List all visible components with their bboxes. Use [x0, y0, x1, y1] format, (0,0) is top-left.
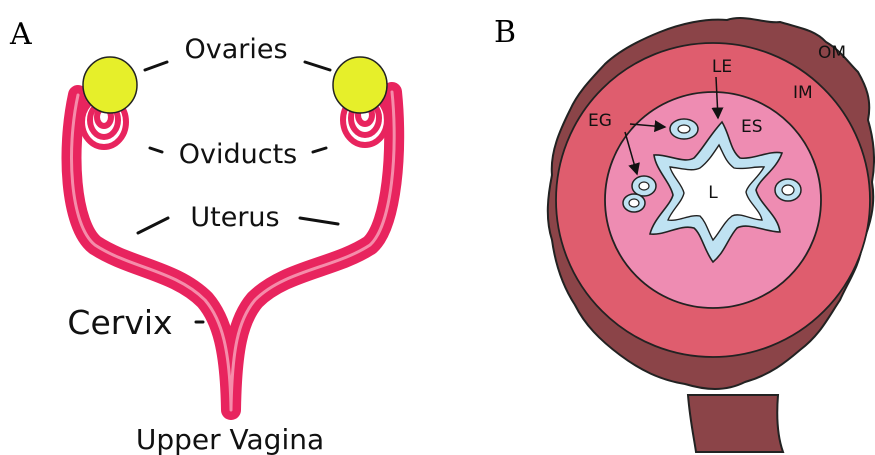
- le-label: LE: [712, 57, 732, 77]
- panel-a-letter: A: [9, 17, 32, 52]
- mesometrium-stalk: [688, 395, 783, 452]
- right-ovary: [333, 57, 387, 113]
- es-label: ES: [741, 117, 763, 137]
- im-label: IM: [793, 83, 813, 103]
- reproductive-tract-diagram: [71, 57, 394, 410]
- panel-b-letter: B: [494, 15, 516, 50]
- uterus-label: Uterus: [190, 202, 279, 233]
- ovaries-label: Ovaries: [184, 34, 287, 65]
- oviducts-label: Oviducts: [179, 139, 297, 170]
- eg-label: EG: [588, 111, 612, 131]
- left-ovary: [83, 57, 137, 113]
- lumen-label: L: [708, 183, 718, 203]
- upper-vagina-label: Upper Vagina: [136, 423, 324, 455]
- panel-b: B: [494, 15, 874, 452]
- om-label: OM: [818, 43, 846, 63]
- panel-a: A: [9, 17, 394, 455]
- cervix-label: Cervix: [67, 303, 172, 342]
